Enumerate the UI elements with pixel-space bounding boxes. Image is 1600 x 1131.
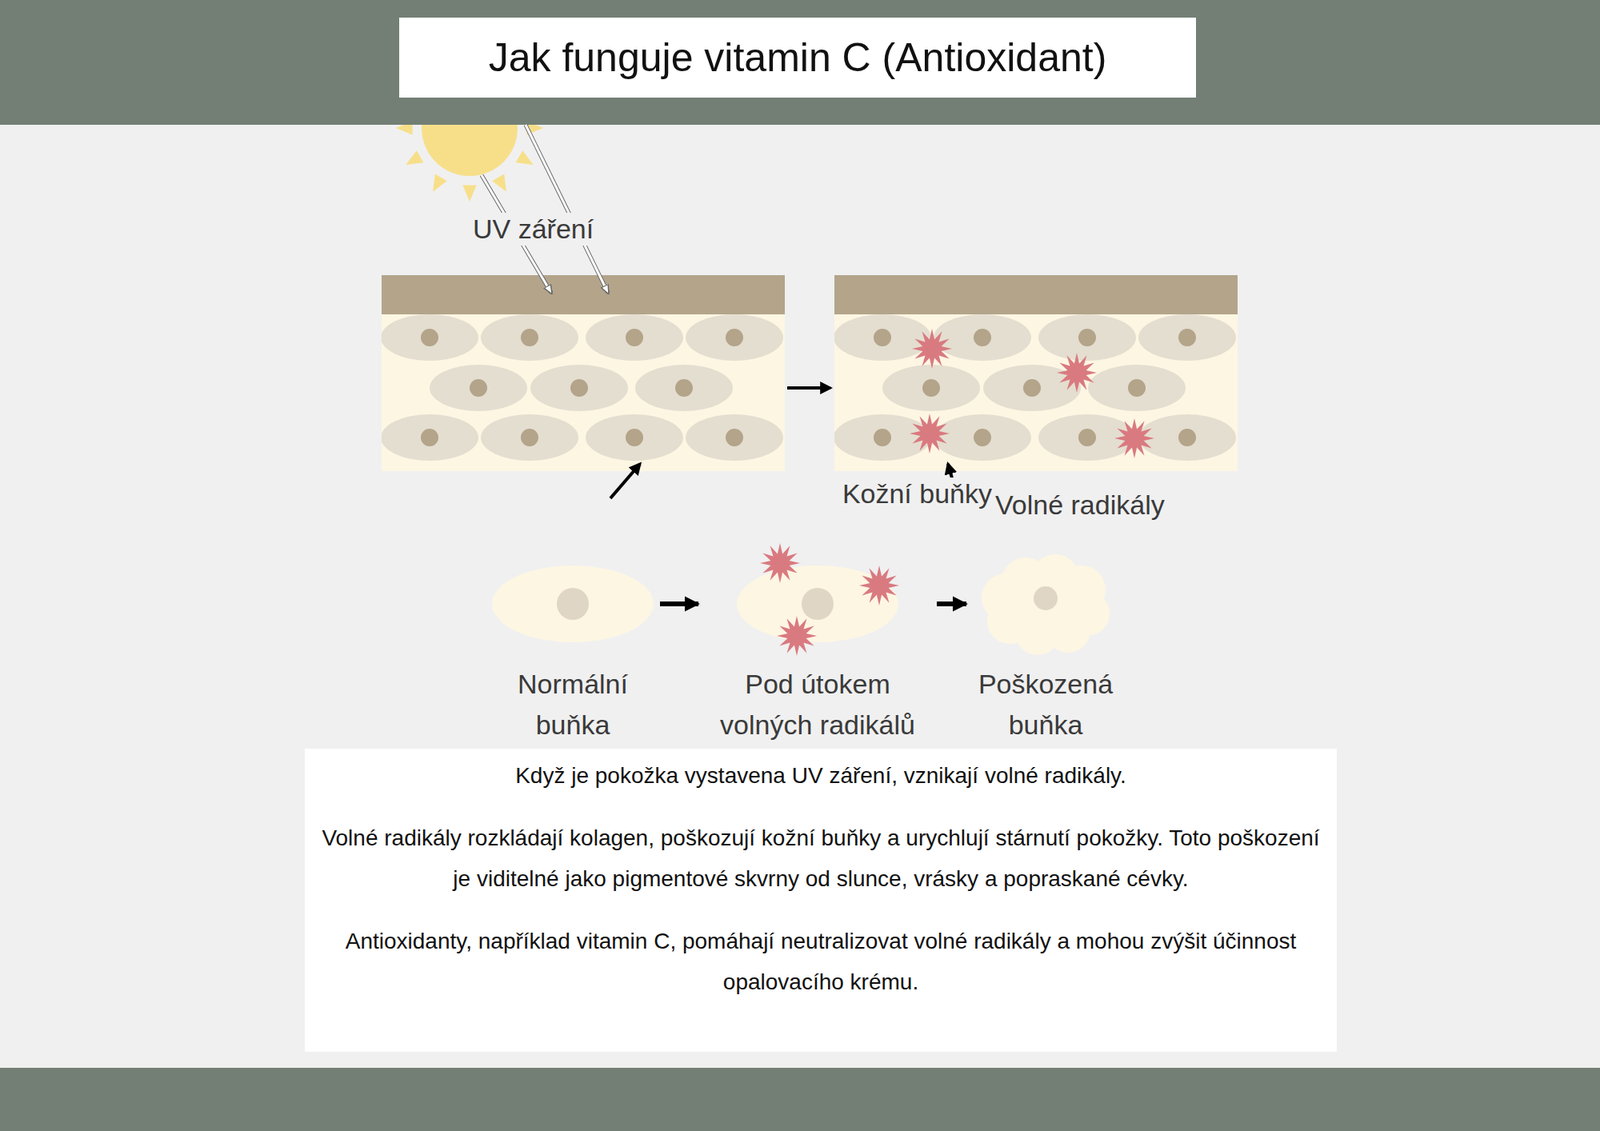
skin-cell xyxy=(480,314,579,361)
uv-ray-outline xyxy=(525,124,608,293)
cell-nucleus xyxy=(625,328,644,347)
cell-nucleus xyxy=(556,588,589,620)
paragraph: Volné radikály rozkládají kolagen, poško… xyxy=(316,817,1326,900)
skin-cell xyxy=(1138,314,1236,361)
skin-cell xyxy=(933,414,1032,461)
skin-section xyxy=(381,275,785,472)
damaged-cell: Poškozená buňka xyxy=(969,560,1122,746)
skin-cell xyxy=(1138,414,1236,461)
free-radical xyxy=(1114,418,1155,459)
process-arrow xyxy=(787,386,831,390)
normal-cell: Normální buňka xyxy=(488,560,657,746)
cell-nucleus xyxy=(625,428,644,447)
title-text: Jak funguje vitamin C (Antioxidant) xyxy=(488,34,1108,81)
cell-nucleus xyxy=(973,428,992,447)
cell-nucleus xyxy=(1178,328,1196,347)
skin-cell xyxy=(480,414,579,461)
skin-cell xyxy=(834,314,932,361)
skin-cell xyxy=(635,364,733,412)
skin-section xyxy=(834,275,1238,472)
skin-cell xyxy=(429,364,528,412)
sun-ray xyxy=(405,150,424,165)
cell-nucleus xyxy=(973,328,992,347)
cell-nucleus xyxy=(725,428,744,447)
free-radical xyxy=(859,565,900,606)
skin-cell xyxy=(585,314,684,361)
cell-nucleus xyxy=(1023,379,1041,397)
cell-nucleus xyxy=(570,379,588,397)
flow-arrow xyxy=(660,601,699,607)
free-radical xyxy=(760,543,800,584)
cell-nucleus xyxy=(801,588,834,620)
cell-shape xyxy=(701,560,934,648)
skin-cell xyxy=(1088,364,1186,412)
uv-ray xyxy=(525,124,608,293)
cell-nucleus xyxy=(1078,328,1096,347)
cell-nucleus xyxy=(675,379,693,397)
cell-shape xyxy=(488,560,657,648)
skin-surface xyxy=(381,275,785,315)
title-box: Jak funguje vitamin C (Antioxidant) xyxy=(399,17,1196,98)
cell-label: Kožní buňky xyxy=(839,477,996,511)
free-radical xyxy=(776,616,817,656)
skin-cell xyxy=(933,314,1032,361)
sun-ray xyxy=(432,174,448,192)
skin-cell xyxy=(381,314,479,361)
free-radical xyxy=(912,328,952,369)
cell-nucleus xyxy=(420,428,439,447)
skin-cell xyxy=(585,414,684,461)
top-bar xyxy=(0,0,1600,125)
cell-nucleus xyxy=(469,379,488,397)
attacked-cell: Pod útokem volných radikálů xyxy=(701,560,934,746)
paragraph: Antioxidanty, například vitamin C, pomáh… xyxy=(316,920,1326,1003)
cell-caption: Normální buňka xyxy=(488,664,657,746)
sun-ray xyxy=(492,174,507,192)
cell-nucleus xyxy=(420,328,439,347)
free-radical xyxy=(1056,352,1097,393)
skin-cell xyxy=(1038,314,1136,361)
text-panel: Když je pokožka vystavena UV záření, vzn… xyxy=(304,748,1337,1052)
sun-ray xyxy=(462,184,476,202)
cell-nucleus xyxy=(873,328,892,347)
cell-nucleus xyxy=(1178,428,1196,447)
skin-cell xyxy=(530,364,628,412)
cell-caption: Poškozená buňka xyxy=(969,664,1122,746)
cell-caption: Pod útokem volných radikálů xyxy=(701,664,934,746)
ray-label: UV záření xyxy=(469,212,597,246)
radical-label: Volné radikály xyxy=(992,488,1168,522)
skin-surface xyxy=(834,275,1238,315)
sun-ray xyxy=(516,150,534,165)
cell-nucleus xyxy=(1033,586,1058,611)
skin-cell xyxy=(381,414,479,461)
bottom-bar xyxy=(0,1068,1600,1131)
cell-body xyxy=(736,565,899,643)
skin-cell xyxy=(685,414,784,461)
cell-nucleus xyxy=(873,428,892,447)
leader-arrow xyxy=(610,464,640,499)
cell-nucleus xyxy=(1078,428,1096,447)
skin-cell xyxy=(685,314,784,361)
cell-nucleus xyxy=(520,428,539,447)
skin-cell xyxy=(834,414,932,461)
cell-body xyxy=(492,565,654,643)
skin-cell xyxy=(882,364,980,412)
paragraph: Když je pokožka vystavena UV záření, vzn… xyxy=(316,755,1326,796)
cell-nucleus xyxy=(520,328,539,347)
cell-nucleus xyxy=(725,328,744,347)
cell-blob xyxy=(1009,568,1082,640)
flow-arrow xyxy=(936,601,967,607)
cell-nucleus xyxy=(922,379,940,397)
cell-shape xyxy=(969,560,1122,648)
cell-nucleus xyxy=(1128,379,1146,397)
free-radical xyxy=(909,413,950,454)
